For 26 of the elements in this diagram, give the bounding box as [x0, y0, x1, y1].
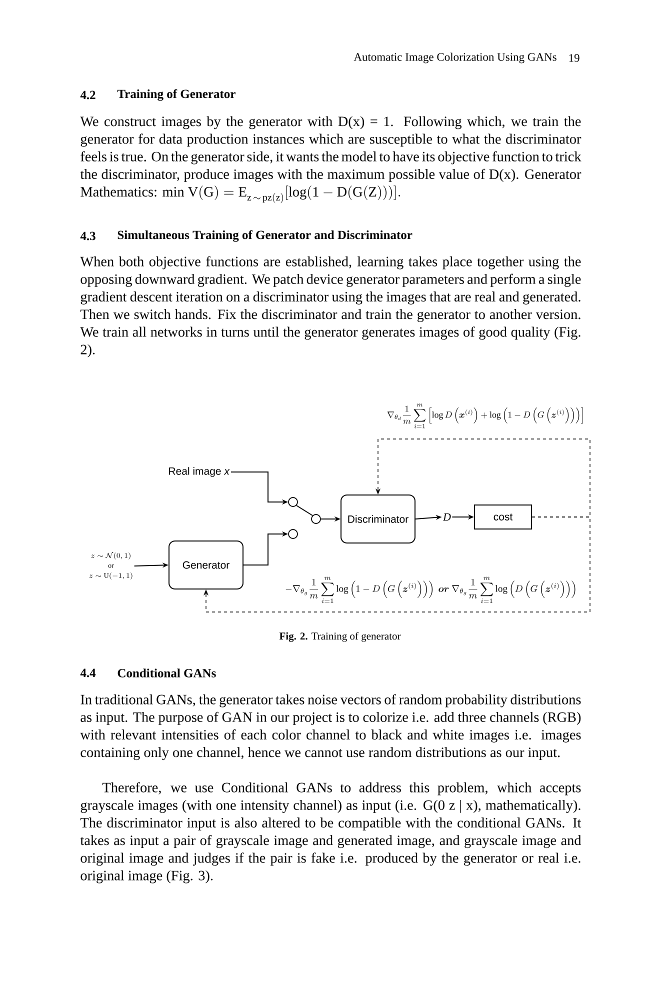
section-number: 4.4	[80, 668, 96, 678]
section-heading: Simultaneous Training of Generator and Discriminator	[118, 230, 412, 242]
section-heading: Training of Generator	[117, 89, 236, 101]
edge-label: $\nabla_{\theta_d}\frac{1}{m}\sum_{i=1}^{m}\left[\log D\left(\boldsymbol{x}^{(i)}\right)+\log\left(1-D\left(G\left(\boldsymbol{z}^{(i)}\right)\right)\right)\right]$	[386, 402, 586, 430]
process-box: cost	[474, 504, 532, 530]
paragraph: When both objective functions are established, learning takes place together using the opposing downward gradient. We patch device generator parameters and perform a single gradient descent iteration on a discriminator using the images that are real and generated. Then we switch hands. Fix the discriminator and train the generator to another version. We train all networks in turns until the generator generates images of good quality (Fig. 2).	[80, 256, 581, 358]
switch-contact	[311, 514, 321, 524]
running-header: Automatic Image Colorization Using GANs	[354, 52, 556, 64]
process-box: Discriminator	[340, 494, 416, 544]
paragraph: We construct images by the generator with D(x) = 1. Following which, we train the generator for data production instances which are susceptible to what the discriminator feels is true. On the generator side, it wants the model to have its objective function to trick the discriminator, produce images with the maximum possible value of D(x). Generator Mathematics: $\mathrm{min\ V(G) = E}_{\mathrm{z\,\sim\,pz(z)}}\mathrm{[log(1 - D(G(Z)))].}$	[80, 116, 582, 204]
section-number: 4.3	[80, 232, 96, 240]
section-number: 4.2	[80, 90, 96, 100]
input-label: Real image x	[169, 467, 230, 477]
paragraph: In traditional GANs, the generator takes noise vectors of random probability distributions as input. The purpose of GAN in our project is to colorize i.e. add three channels (RGB) with relevant intensities of each color channel to black and white images i.e. images containing only one channel, hence we cannot use random distributions as our input.	[80, 694, 581, 760]
page-number: 19	[569, 54, 580, 62]
edge-label: $-\nabla_{\theta_g}\frac{1}{m}\sum_{i=1}^{m}\log\left(1-D\left(G\left(\boldsymbol{z}^{(i)}\right)\right)\right)\ \boldsymbol{or}\ \nabla_{\theta_g}\frac{1}{m}\sum_{i=1}^{m}\log\left(D\left(G\left(\boldsymbol{z}^{(i)}\right)\right)\right)$	[284, 575, 578, 605]
output-label: D	[442, 513, 451, 521]
switch-contact	[288, 497, 298, 507]
section-heading: Conditional GANs	[118, 668, 216, 678]
connector-line	[296, 505, 313, 516]
figure-caption: Fig. 2. Training of generator	[279, 632, 401, 642]
formula: $\mathrm{min\ V(G) = E}_{\mathrm{z\,\sim\,pz(z)}}\mathrm{[log(1 - D(G(Z)))].}$	[162, 186, 400, 204]
paragraph: Therefore, we use Conditional GANs to address this problem, which accepts grayscale images (with one intensity channel) as input (i.e. G(0 z | x), mathematically). The discriminator input is also altered to be compatible with the conditional GANs. It takes as input a pair of grayscale image and generated image, and grayscale image and original image and judges if the pair is fake i.e. produced by the generator or real i.e. original image (Fig. 3).	[80, 782, 582, 884]
dashed-arrow	[203, 516, 590, 612]
switch-contact	[288, 529, 298, 539]
process-box: Generator	[168, 540, 244, 590]
